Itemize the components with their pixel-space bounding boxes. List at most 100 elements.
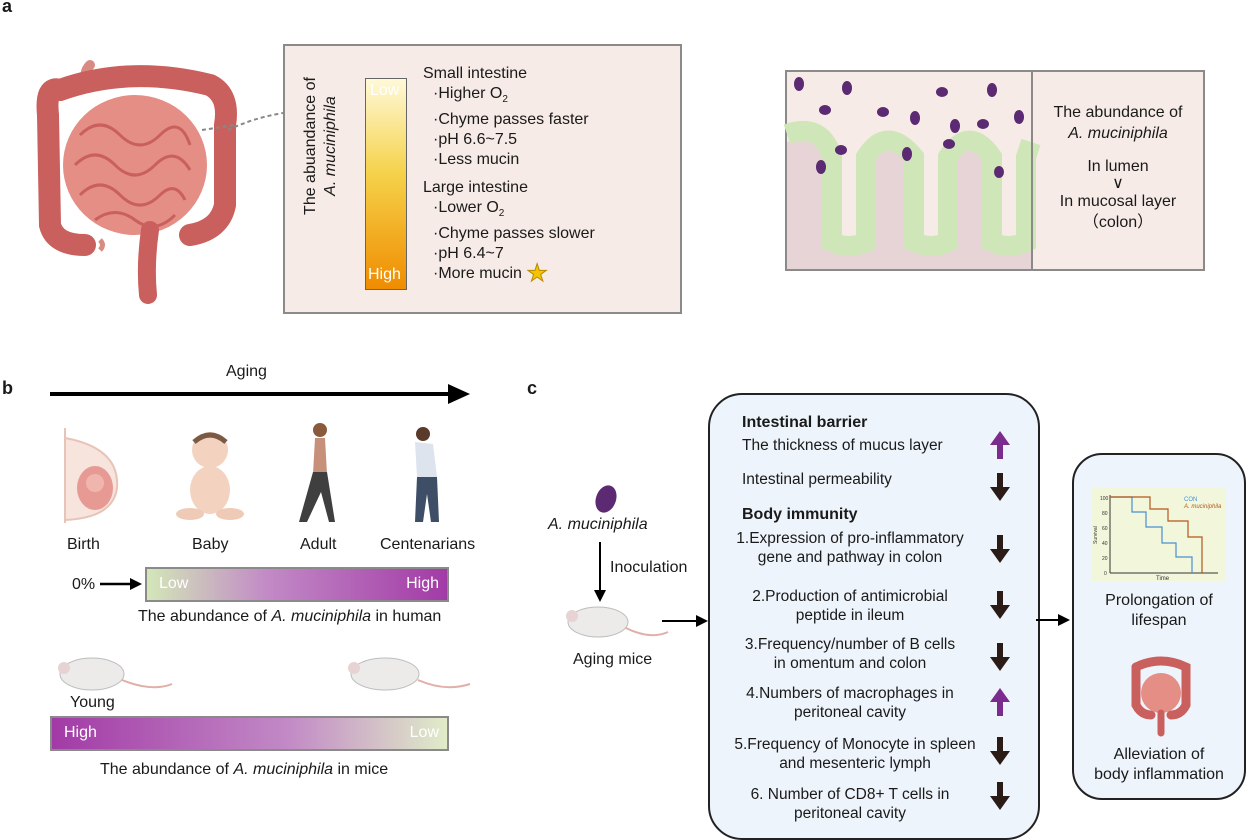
mucosa-illustration: [783, 72, 1041, 269]
permeability-down-arrow-icon: [990, 473, 1010, 501]
mucosa-line5: In mucosal layer: [1059, 193, 1177, 210]
leader-line: [201, 124, 236, 131]
aging-mouse-icon: [566, 606, 669, 638]
to-effects-arrow: [662, 615, 708, 627]
large-item-ph: ·pH 6.4~7: [433, 245, 504, 263]
inoculation-label: Inoculation: [610, 559, 688, 576]
appendix: [98, 238, 105, 252]
survival-xlabel: Time: [1156, 576, 1170, 582]
item1-down-arrow-icon: [990, 535, 1010, 563]
effects-box: Intestinal barrier The thickness of mucu…: [708, 393, 1040, 840]
stage-centenarians: Centenarians: [380, 536, 476, 553]
survival-chart: 100 80 60 40 20 0 Survival Time CON A. m…: [1092, 487, 1226, 582]
zero-percent-label: 0%: [72, 576, 96, 593]
survival-yticks: 100 80 60 40 20 0: [1100, 496, 1109, 577]
stage-adult: Adult: [300, 536, 337, 553]
svg-text:100: 100: [1100, 496, 1109, 502]
mice-abundance-bar: High Low: [50, 716, 449, 751]
large-item-chyme: ·Chyme passes slower: [433, 225, 595, 243]
akkermansia-icon: [595, 485, 617, 513]
legend-akk: A. muciniphila: [1183, 504, 1222, 510]
item4-up-arrow-icon: [990, 688, 1010, 716]
human-caption: The abundance of A. muciniphila in human: [138, 608, 442, 625]
permeability-label: Intestinal permeability: [742, 471, 892, 488]
intestine-small-icon: [1131, 656, 1191, 737]
mucus-layer: [783, 120, 1041, 256]
mucosa-line3: In lumen: [1087, 158, 1149, 175]
transverse-colon: [49, 65, 237, 246]
intestine-folds: [73, 123, 192, 228]
mucus-thickness-label: The thickness of mucus layer: [742, 437, 943, 454]
small-item-ph: ·pH 6.6~7.5: [433, 131, 518, 149]
to-outcome-arrow: [1036, 614, 1070, 626]
aging-mice-label: Aging mice: [573, 651, 653, 668]
small-intestine-block: Small intestine ·Higher O2 ·Chyme passes…: [423, 64, 589, 170]
baby-icon: [176, 432, 244, 520]
human-high-label: High: [406, 575, 439, 592]
aging-label: Aging: [226, 363, 267, 380]
large-item-o2: ·Lower O2: [433, 199, 505, 220]
dashed-connector: [227, 112, 284, 131]
item3-down-arrow-icon: [990, 643, 1010, 671]
stage-baby: Baby: [192, 536, 229, 553]
scale-low-label: Low: [370, 82, 400, 99]
intestine-info-box: The abuandance of A. muciniphila Low Hig…: [283, 44, 682, 314]
adult-icon: [299, 423, 335, 522]
panel-c-label: c: [527, 378, 538, 398]
mucosa-line1: The abundance of: [1053, 104, 1183, 121]
small-item-chyme: ·Chyme passes faster: [433, 111, 589, 129]
young-label: Young: [70, 694, 115, 711]
large-intestine-title: Large intestine: [423, 179, 528, 196]
abundance-gradient-bar: Low High: [365, 78, 407, 290]
stage-birth: Birth: [67, 536, 100, 553]
zero-arrow: [100, 578, 142, 590]
item2-down-arrow-icon: [990, 591, 1010, 619]
barrier-title: Intestinal barrier: [742, 414, 868, 431]
panel-a-label: a: [2, 0, 13, 16]
outcome-box: 100 80 60 40 20 0 Survival Time CON A. m…: [1072, 453, 1246, 800]
mucosa-line4: ∨: [1112, 175, 1124, 192]
large-item-mucin: ·More mucin ★: [433, 260, 548, 288]
old-mouse-icon: [348, 657, 471, 691]
panel-b-label: b: [2, 378, 13, 398]
small-item-mucin: ·Less mucin: [433, 151, 520, 169]
large-intestine-block: Large intestine ·Lower O2 ·Chyme passes …: [423, 178, 595, 288]
mice-caption: The abundance of A. muciniphila in mice: [100, 761, 389, 778]
axis-line2: A. muciniphila: [322, 96, 339, 196]
small-intestine: [63, 95, 207, 235]
young-mouse-icon: [58, 657, 173, 691]
svg-text:60: 60: [1102, 526, 1108, 532]
mucosa-divider: [1031, 72, 1033, 269]
bacteria-icons: [794, 77, 1024, 178]
star-icon: ★: [526, 260, 548, 288]
svg-text:0: 0: [1104, 571, 1107, 577]
intestine-illustration: [36, 60, 237, 304]
small-item-o2: ·Higher O2: [433, 85, 508, 106]
svg-text:80: 80: [1102, 511, 1108, 517]
legend-con: CON: [1184, 497, 1197, 503]
human-low-label: Low: [159, 575, 189, 592]
immunity-title: Body immunity: [742, 506, 858, 523]
abundance-axis-title: The abuandance of A. muciniphila: [301, 56, 341, 236]
mucus-up-arrow-icon: [990, 431, 1010, 459]
rectum: [137, 221, 159, 304]
mucosa-text: The abundance of A. muciniphila In lumen…: [1033, 102, 1203, 233]
survival-ylabel: Survival: [1093, 526, 1099, 544]
svg-text:20: 20: [1102, 556, 1108, 562]
human-abundance-bar: Low High: [145, 567, 449, 602]
birth-fetus-icon: [64, 428, 119, 523]
item5-down-arrow-icon: [990, 737, 1010, 765]
svg-text:40: 40: [1102, 541, 1108, 547]
small-intestine-title: Small intestine: [423, 65, 528, 82]
mice-high-label: High: [64, 724, 97, 741]
mucosa-line6: （colon）: [1082, 214, 1154, 231]
scale-high-label: High: [368, 266, 401, 283]
